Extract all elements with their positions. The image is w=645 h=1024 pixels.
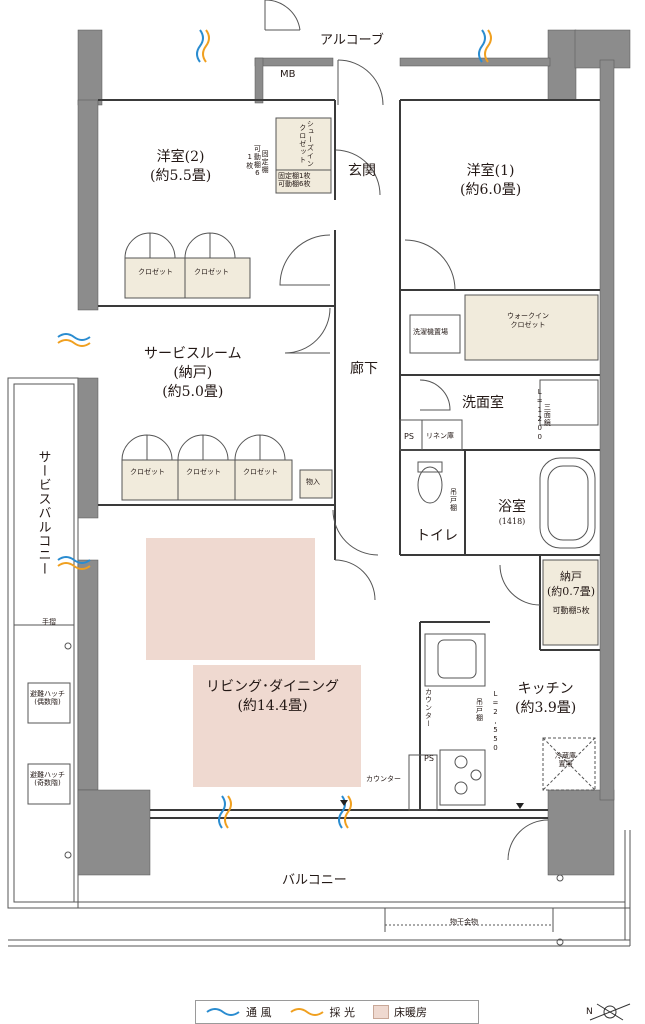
label-mb: MB (280, 69, 296, 80)
room-size: (約3.9畳) (515, 699, 577, 716)
storage-shelf: 可動棚5枚 (552, 605, 590, 615)
legend-ventilation-label: 通 風 (246, 1006, 272, 1019)
fixtures (408, 457, 596, 811)
label-counter: カウンター (366, 775, 401, 783)
room-name: サービスルーム (144, 346, 242, 362)
legend-floor-heating: 床暖房 (373, 1004, 427, 1020)
legend-daylight: 採 光 (289, 1004, 356, 1020)
floor-heating-zone-2 (193, 665, 361, 787)
label-handrail: 手摺 (42, 618, 56, 626)
label-shoe-shelf: 固定棚1枚 可動棚6枚 (278, 172, 311, 189)
room-name: 洋室(2) (156, 149, 205, 165)
room-size: (約6.0畳) (460, 181, 522, 198)
closet-label: クロゼット (186, 468, 221, 476)
label-mirror: 三面鏡 L=1200 (535, 388, 552, 442)
room-washroom: 洗面室 (462, 395, 504, 411)
outer-walls (77, 29, 631, 876)
room-name: 洋室(1) (466, 163, 515, 179)
ventilation-wave-icon (206, 1008, 240, 1016)
room-entrance: 玄関 (348, 163, 376, 179)
room-service: サービスルーム (納戸) (約5.0畳) (144, 345, 242, 402)
room-living: リビング･ダイニング (約14.4畳) (206, 678, 339, 716)
room-western-2: 洋室(2) (約5.5畳) (150, 148, 211, 186)
room-toilet: トイレ (416, 528, 458, 544)
room-size: (1418) (498, 516, 526, 526)
label-ps: PS (404, 432, 414, 441)
room-size: (約0.7畳) (547, 584, 596, 598)
label-balcony: バルコニー (282, 873, 347, 888)
label-hanging-shelf: 吊戸棚 (449, 488, 458, 512)
legend-ventilation: 通 風 (206, 1004, 272, 1020)
daylight-wave-icon (289, 1008, 324, 1016)
label-kitchen-length: L=2,550 (491, 690, 500, 753)
room-kitchen: キッチン (約3.9畳) (515, 680, 576, 718)
label-alcove: アルコーブ (320, 33, 384, 48)
room-name: キッチン (517, 681, 574, 697)
balcony-rails (7, 377, 631, 947)
label-walk-in: ウォークイン クロゼット (507, 312, 549, 330)
room-size: (約5.0畳) (162, 383, 224, 400)
room-hallway: 廊下 (350, 361, 378, 377)
room-name: リビング･ダイニング (206, 679, 339, 695)
compass-north: N (586, 1007, 593, 1017)
closets (121, 117, 599, 646)
label-storage-small: 物入 (306, 478, 320, 486)
legend-floor-heating-label: 床暖房 (394, 1006, 427, 1019)
label-shoe-closet: シューズイン クロゼット (298, 120, 315, 168)
closet-label: クロゼット (138, 268, 173, 276)
room-name: 納戸 (560, 570, 583, 583)
label-service-balcony: サービスバルコニー (35, 450, 51, 576)
label-hanging-shelf-kitchen: 吊戸棚 (475, 698, 484, 722)
room-sub: (納戸) (173, 364, 213, 381)
room-name: 浴室 (498, 499, 526, 515)
label-escape-hatch-odd: 避難ハッチ (奇数階) (30, 771, 65, 788)
label-laundry-hanger: 物干金物 (450, 918, 478, 926)
room-storage: 納戸 (約0.7畳) 可動棚5枚 (547, 570, 595, 616)
floor-heating-zone-1 (146, 538, 315, 660)
label-escape-hatch-even: 避難ハッチ (偶数階) (30, 690, 65, 707)
legend-daylight-label: 採 光 (329, 1006, 356, 1019)
room-size: (約5.5畳) (150, 167, 212, 184)
label-counter-vertical: カウンター (424, 688, 433, 728)
doors (264, 0, 549, 861)
label-ps-kitchen: PS (424, 754, 434, 763)
label-linen: リネン庫 (426, 432, 454, 440)
label-washer: 洗濯機置場 (413, 328, 448, 336)
closet-label: クロゼット (130, 468, 165, 476)
label-fridge: 冷蔵庫 置場 (555, 752, 576, 769)
closet-label: クロゼット (243, 468, 278, 476)
floor-heating-swatch-icon (373, 1005, 389, 1019)
label-shelf-note: 固定棚 可動棚6 1枚 (245, 145, 270, 178)
entry-arrows (340, 800, 524, 809)
legend: 通 風 採 光 床暖房 (195, 1000, 479, 1024)
room-bath: 浴室 (1418) (498, 498, 526, 528)
room-size: (約14.4畳) (237, 697, 308, 714)
compass-icon (589, 1003, 631, 1021)
room-western-1: 洋室(1) (約6.0畳) (460, 162, 521, 200)
closet-label: クロゼット (194, 268, 229, 276)
